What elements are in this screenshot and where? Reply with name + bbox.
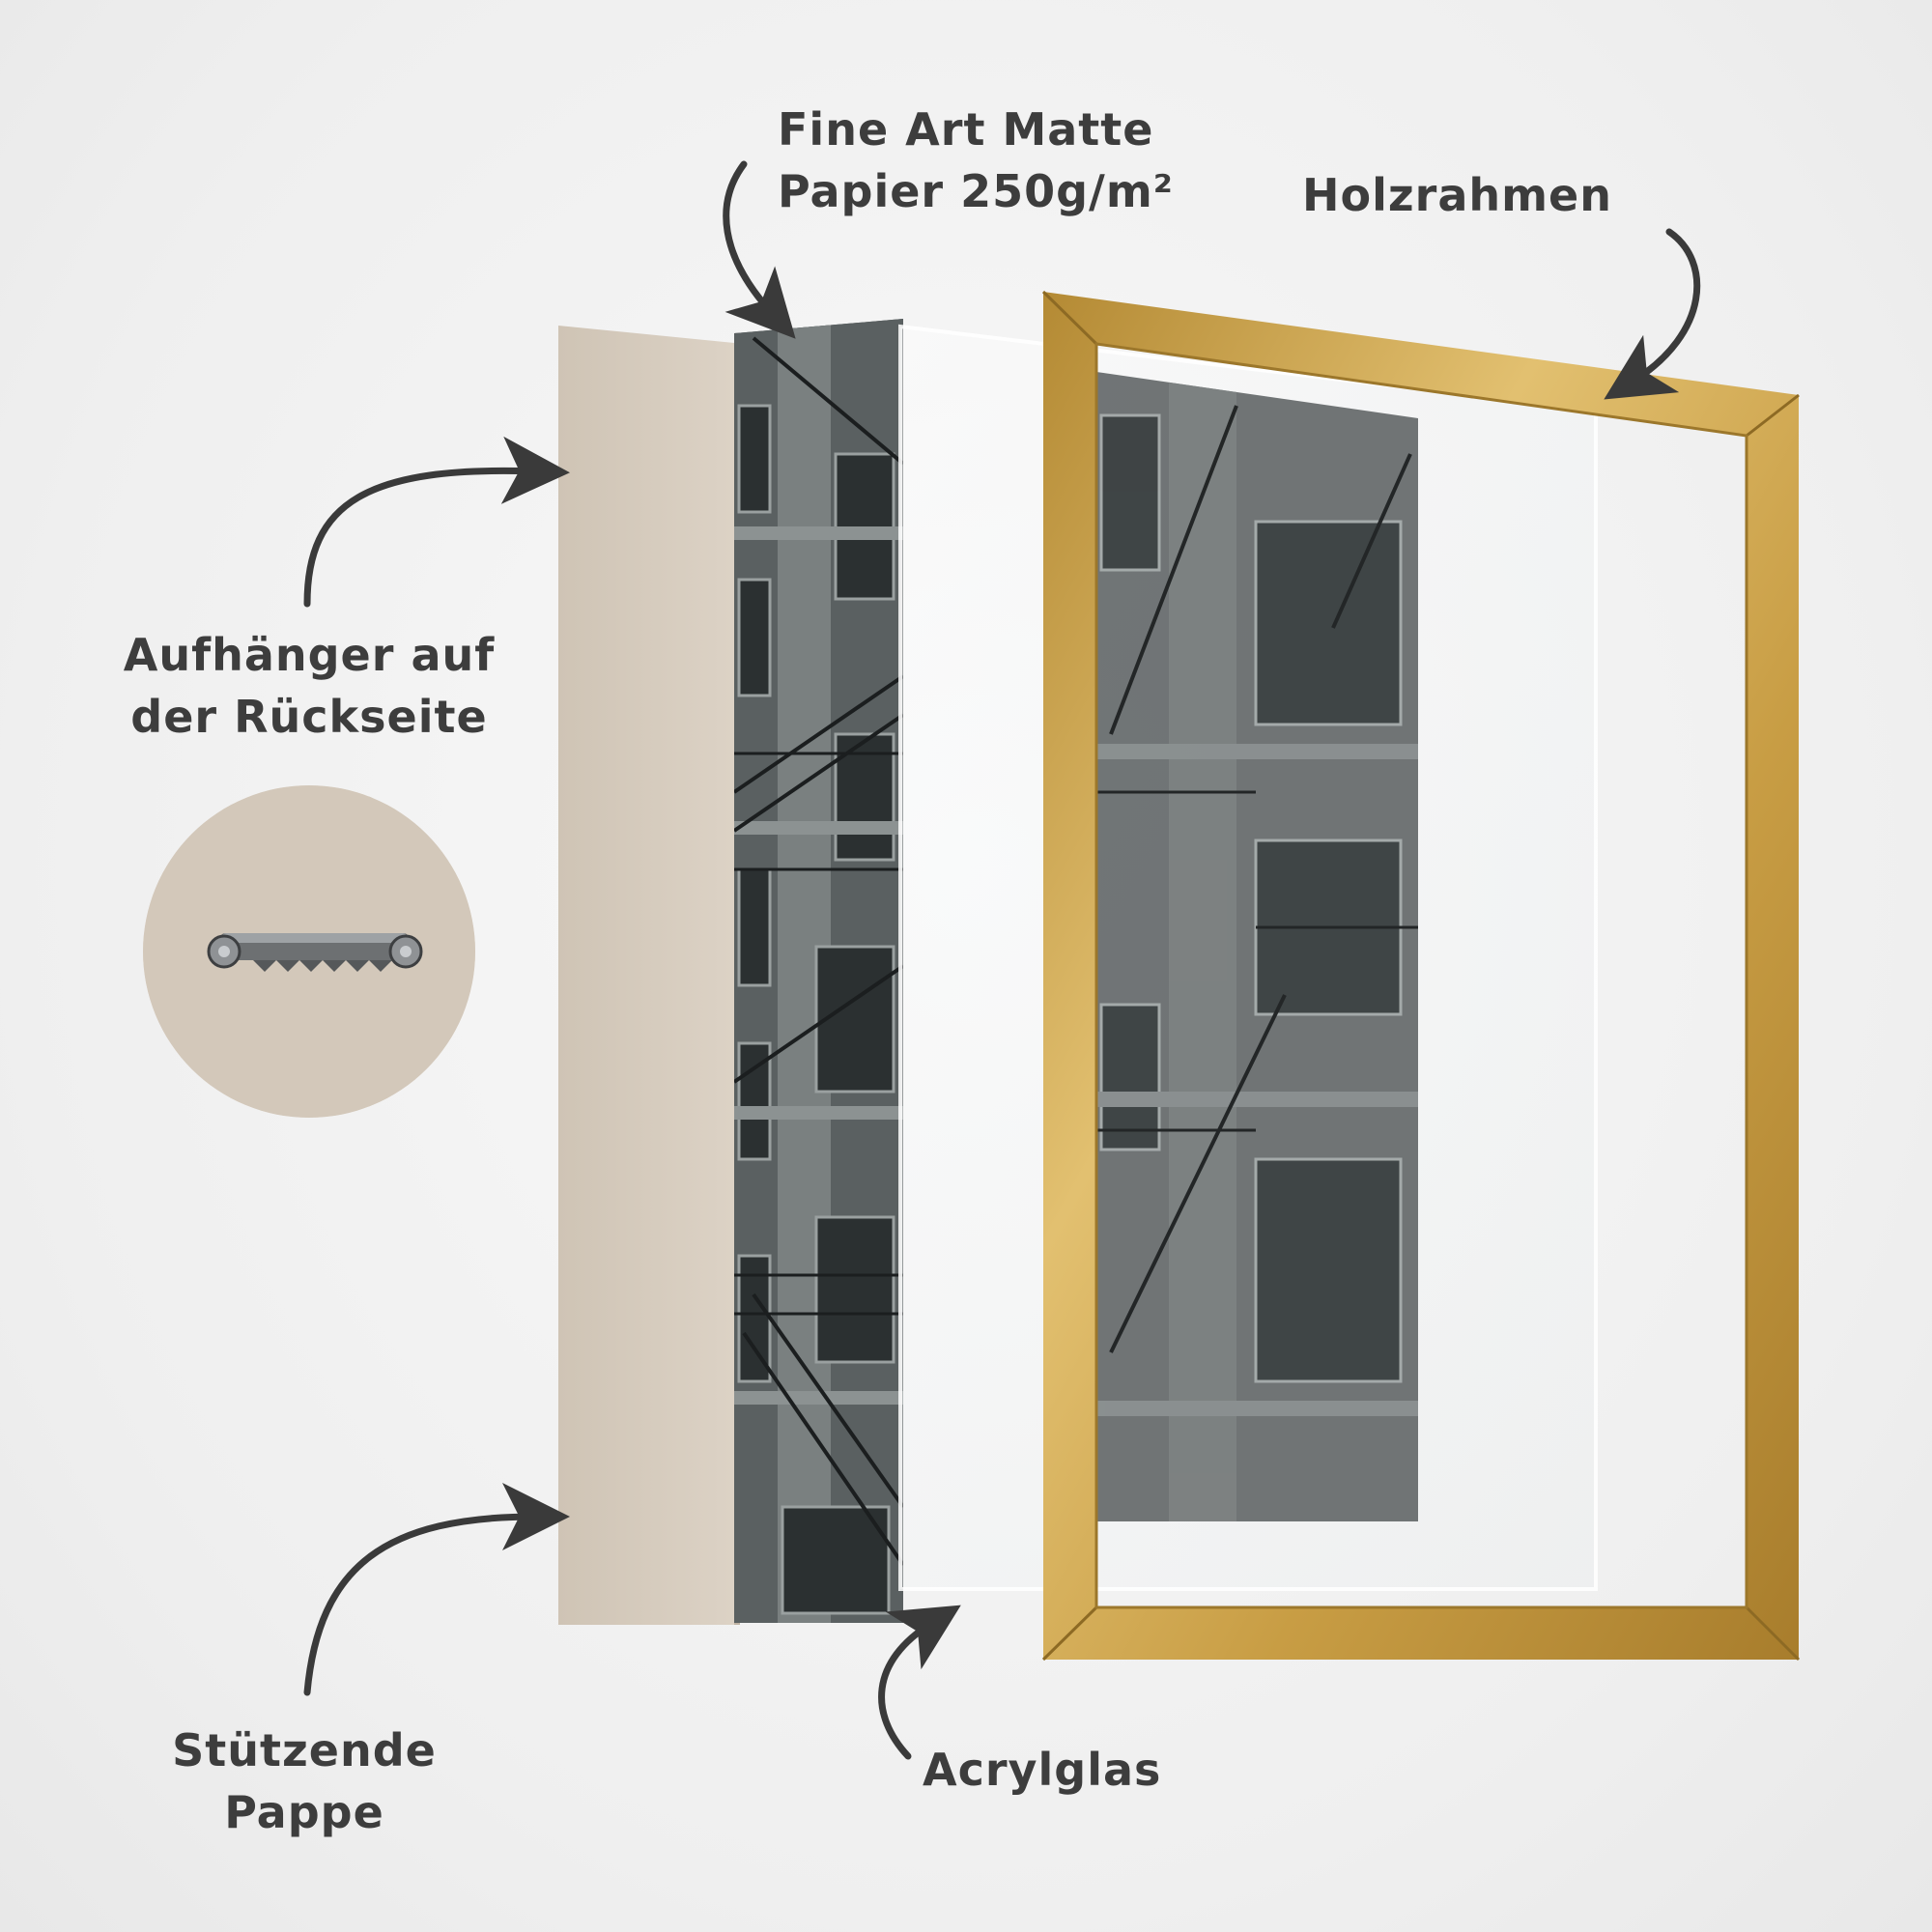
label-acrylic-glass: Acrylglas — [923, 1744, 1162, 1796]
arrow-to-board — [303, 1483, 570, 1696]
wooden-frame — [1041, 290, 1801, 1662]
label-fine-art-paper: Fine Art Matte Papier 250g/m² — [778, 103, 1174, 217]
framed-photo — [1096, 372, 1418, 1521]
hanger-detail — [143, 785, 475, 1118]
art-print — [734, 319, 903, 1623]
arrow-to-acrylic — [878, 1605, 961, 1760]
label-wooden-frame: Holzrahmen — [1302, 169, 1612, 221]
label-support-board: Stützende Pappe — [172, 1724, 437, 1838]
arrow-to-paper — [723, 160, 796, 339]
label-hanger: Aufhänger auf der Rückseite — [123, 629, 496, 743]
arrow-to-hanger — [303, 436, 570, 608]
cardboard-backing — [558, 326, 734, 1625]
sawtooth-hanger-icon — [207, 933, 423, 972]
arrow-to-frame — [1604, 228, 1701, 400]
